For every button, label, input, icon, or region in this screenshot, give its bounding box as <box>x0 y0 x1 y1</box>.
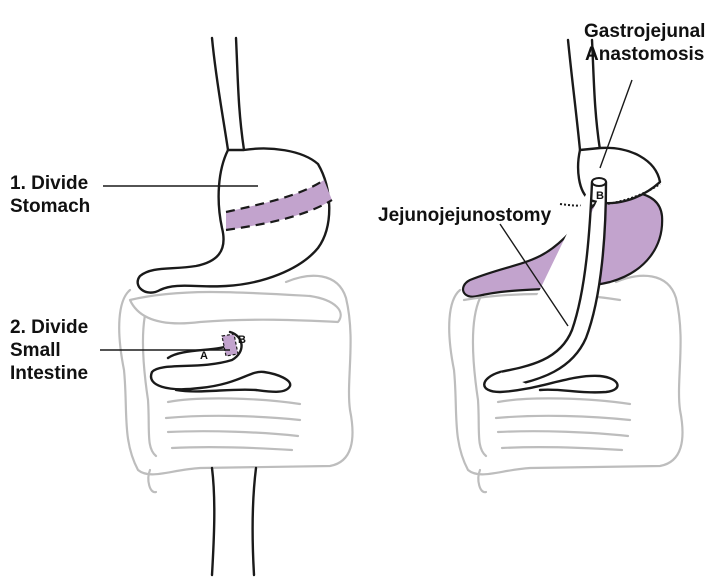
large-intestine-left <box>118 274 354 476</box>
divide-line-top <box>225 179 325 214</box>
jejunum-loop-right <box>483 370 619 394</box>
esophagus-right <box>566 38 602 152</box>
staple-line-right <box>559 183 661 207</box>
divide-small-intestine-line3: Intestine <box>10 363 89 384</box>
marker-b: B <box>238 334 246 346</box>
gastrojejunal-line1: Gastrojejunal <box>584 21 706 42</box>
jejunum-loop-left <box>149 330 292 393</box>
gastrojejunal-anastomosis-label: Gastrojejunal Anastomosis <box>584 20 705 66</box>
before-figure <box>118 36 354 577</box>
divide-line-bottom <box>225 199 333 232</box>
marker-a: A <box>200 350 208 362</box>
rectum-left <box>210 466 258 577</box>
divide-small-intestine-line2: Small <box>10 340 61 361</box>
transverse-colon-left <box>128 290 342 325</box>
large-intestine-inner-right <box>471 296 488 458</box>
small-bowel-right <box>494 397 632 452</box>
leader-jejunojejunostomy <box>499 223 569 327</box>
divide-stomach-line1: 1. Divide <box>10 173 89 194</box>
gastric-pouch <box>576 146 662 205</box>
roux-limb <box>498 180 608 388</box>
divide-small-intestine-line1: 2. Divide <box>10 317 89 338</box>
gastrojejunal-line2: Anastomosis <box>585 44 705 65</box>
divide-stomach-line2: Stomach <box>10 196 91 217</box>
leader-gastrojejunal-anastomosis <box>599 79 633 169</box>
stomach-divide-band <box>226 180 332 230</box>
esophagus-left <box>210 36 246 152</box>
anastomosis-cap <box>591 177 607 187</box>
divide-stomach-label: 1. Divide Stomach <box>10 172 90 218</box>
small-bowel-left <box>164 397 302 452</box>
large-intestine-right <box>448 274 684 476</box>
after-figure <box>448 38 684 494</box>
appendix-right <box>477 468 488 494</box>
marker-b-right: B <box>596 190 604 202</box>
jejunojejunostomy-label: Jejunojejunostomy <box>378 205 552 226</box>
divide-small-intestine-label: 2. Divide Small Intestine <box>10 316 88 385</box>
appendix-left <box>147 468 158 494</box>
large-intestine-inner-left <box>141 296 158 458</box>
